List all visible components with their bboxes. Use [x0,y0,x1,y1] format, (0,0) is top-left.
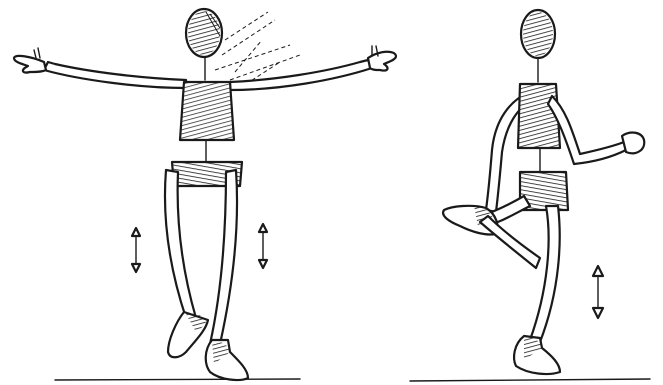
left-hand [14,56,46,73]
right-foot [206,340,248,380]
front-hand [622,133,644,154]
left-leg [165,170,196,318]
ground-line-left [55,379,300,380]
figure-left [14,9,396,380]
up-down-arrow-right [259,224,267,268]
left-arm [44,62,186,88]
standing-leg [530,206,560,342]
figure-right [443,10,644,374]
up-down-arrow-figure-right [593,266,603,318]
up-down-arrow-left [132,228,140,272]
right-arm [230,60,372,90]
right-leg [210,170,237,344]
ground-line-right [410,379,650,381]
